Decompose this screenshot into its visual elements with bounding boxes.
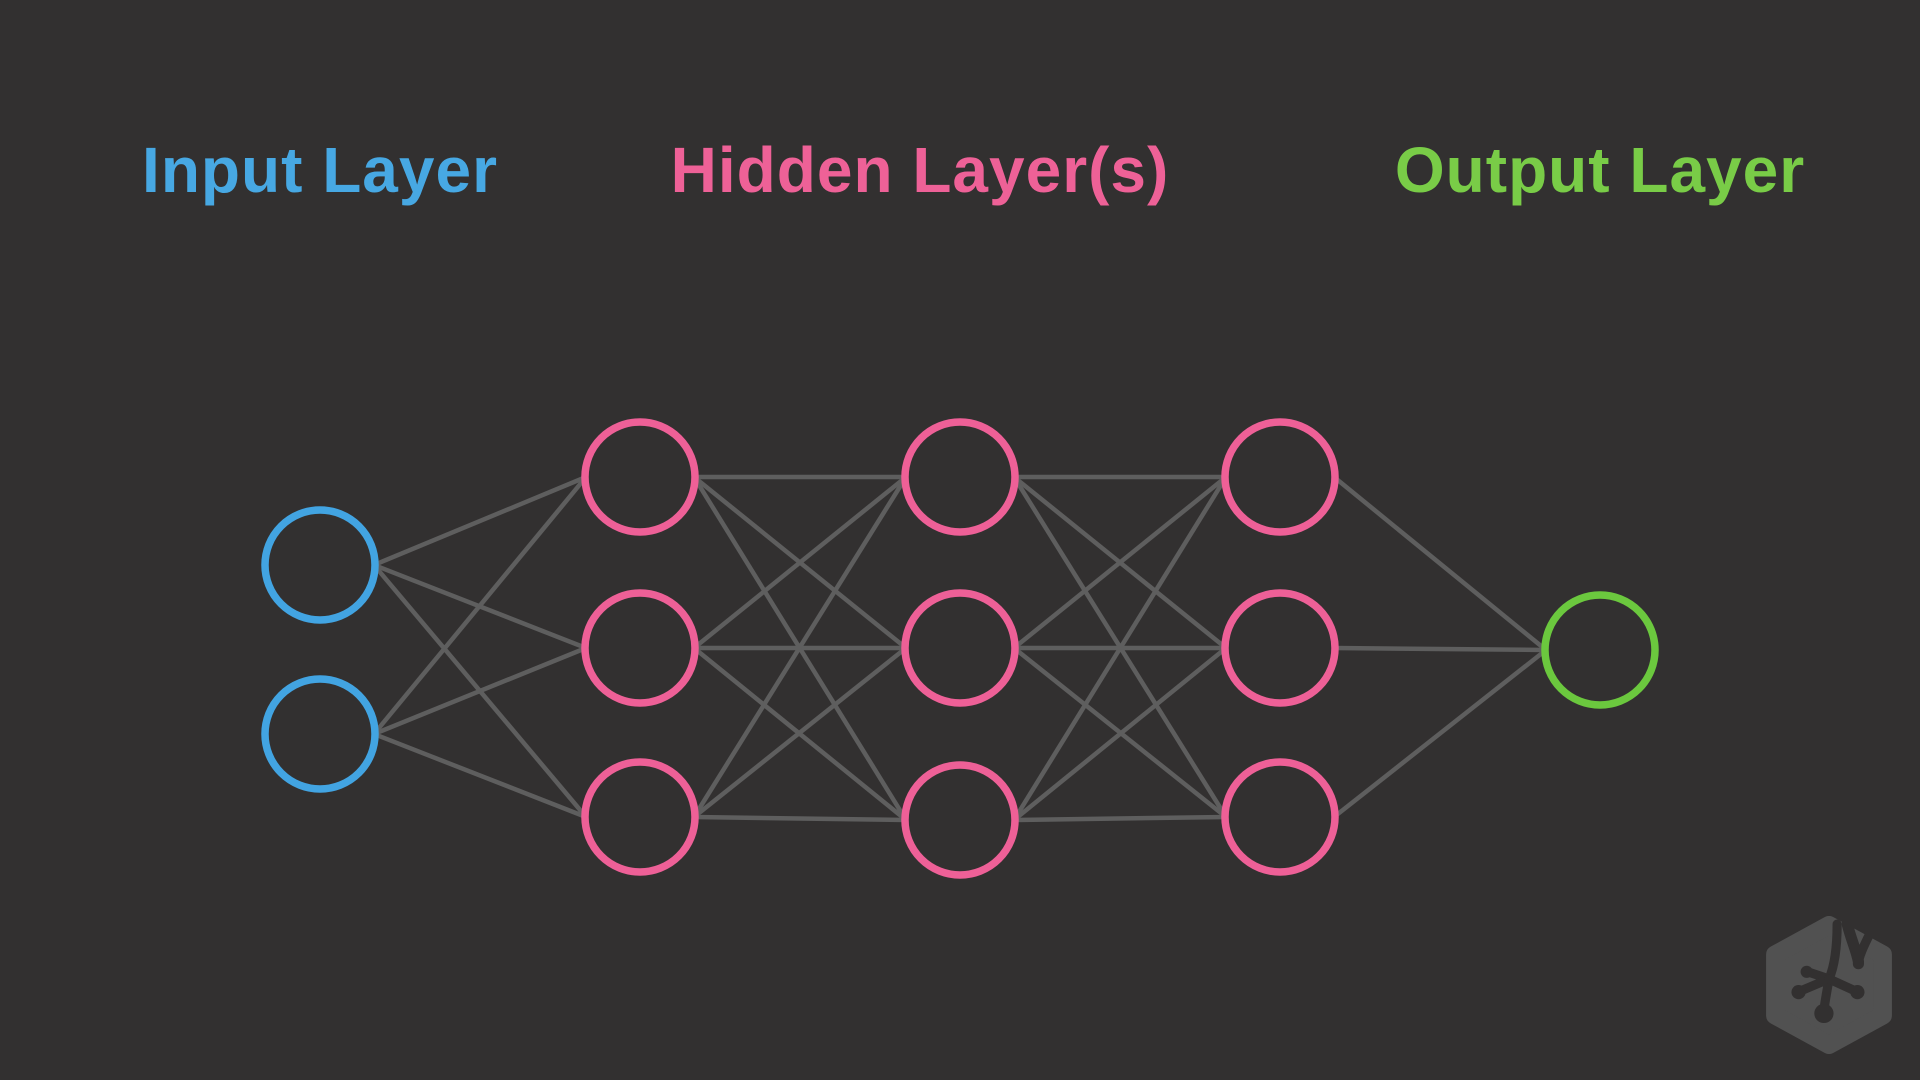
edge-input-layer-to-hidden-layer-1 [372,475,588,736]
node-hidden-layer-1-2 [581,589,699,707]
edge-hidden-layer-3-to-output-layer [1333,645,1547,653]
edge-input-layer-to-hidden-layer-1 [373,645,587,737]
node-input-layer-2 [261,675,379,793]
edge-hidden-layer-2-to-hidden-layer-3 [1012,475,1228,650]
node-output-layer-1 [1541,591,1659,709]
edge-hidden-layer-3-to-output-layer [1332,475,1548,652]
edge-hidden-layer-2-to-hidden-layer-3 [1013,814,1227,823]
node-hidden-layer-3-1 [1221,418,1339,536]
edge-hidden-layer-1-to-hidden-layer-2 [692,475,908,819]
node-hidden-layer-3-2 [1221,589,1339,707]
node-hidden-layer-1-1 [581,418,699,536]
edge-input-layer-to-hidden-layer-1 [373,731,587,820]
treehouse-logo-icon [1766,916,1892,1054]
node-hidden-layer-2-1 [901,418,1019,536]
edge-hidden-layer-3-to-output-layer [1332,648,1548,819]
edge-hidden-layer-2-to-hidden-layer-3 [1012,646,1228,822]
hidden-layer-label: Hidden Layer(s) [670,134,1170,206]
node-hidden-layer-2-3 [901,761,1019,879]
edge-hidden-layer-2-to-hidden-layer-3 [1012,475,1228,822]
logo-tree-cutout [1791,918,1877,1024]
edge-input-layer-to-hidden-layer-1 [373,474,587,568]
node-hidden-layer-3-3 [1221,758,1339,876]
edge-hidden-layer-1-to-hidden-layer-2 [693,814,907,823]
edge-hidden-layer-1-to-hidden-layer-2 [692,475,908,650]
node-input-layer-1 [261,506,379,624]
node-hidden-layer-1-3 [581,758,699,876]
node-hidden-layer-2-2 [901,589,1019,707]
output-layer-label: Output Layer [1394,134,1806,206]
edge-hidden-layer-1-to-hidden-layer-2 [692,646,908,819]
input-layer-label: Input Layer [142,134,498,206]
